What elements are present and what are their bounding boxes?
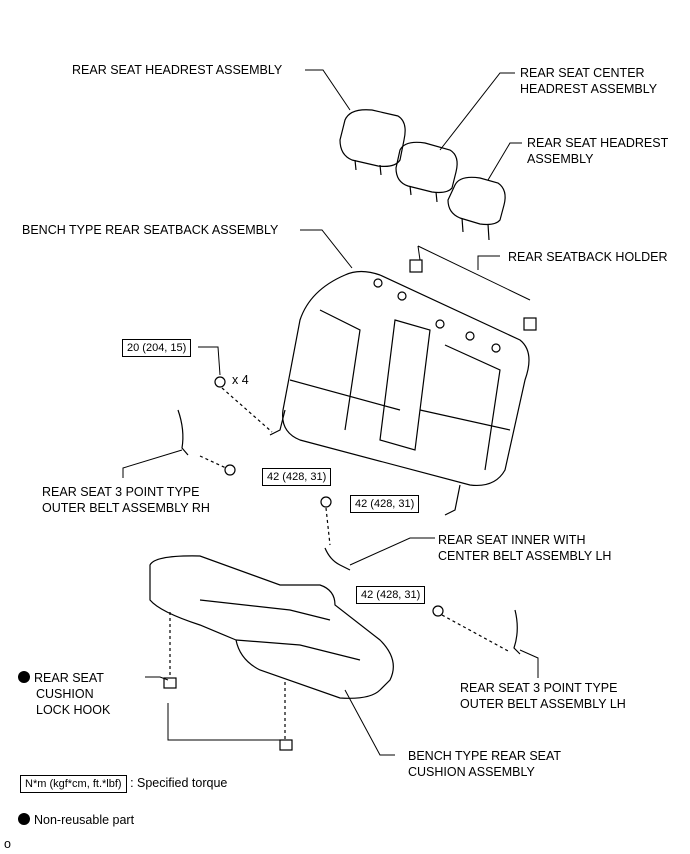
label-headrest-left: REAR SEAT HEADREST ASSEMBLY (72, 63, 283, 77)
belt-shapes (177, 409, 521, 655)
label-belt-lh-line2: OUTER BELT ASSEMBLY LH (460, 697, 626, 711)
headrest-left-shape (339, 109, 406, 176)
bolt-shapes (199, 376, 511, 653)
label-seatback: BENCH TYPE REAR SEATBACK ASSEMBLY (22, 223, 279, 237)
torque-box-belt-lh: 42 (428, 31) (356, 586, 426, 604)
page-mark: o (4, 837, 11, 851)
legend-non-reusable: Non-reusable part (18, 812, 134, 828)
non-reusable-legend-dot-icon (18, 813, 30, 825)
torque-box-belt-rh: 42 (428, 31) (262, 468, 332, 486)
non-reusable-dot-icon (18, 671, 30, 683)
headrest-center-shape (395, 141, 458, 203)
torque-box-seatback: 20 (204, 15) (122, 339, 192, 357)
label-belt-rh-line1: REAR SEAT 3 POINT TYPE (42, 485, 200, 499)
label-inner-belt-line1: REAR SEAT INNER WITH (438, 533, 586, 547)
label-lock-hook-line3: LOCK HOOK (36, 703, 111, 717)
legend-torque-desc: : Specified torque (130, 776, 228, 790)
legend-non-reusable-text: Non-reusable part (34, 813, 135, 827)
label-cushion-line1: BENCH TYPE REAR SEAT (408, 749, 562, 763)
label-headrest-center-line2: HEADREST ASSEMBLY (520, 82, 658, 96)
torque-box-inner-belt: 42 (428, 31) (350, 495, 420, 513)
label-inner-belt-line2: CENTER BELT ASSEMBLY LH (438, 549, 612, 563)
label-lock-hook-line2: CUSHION (36, 687, 94, 701)
label-lock-hook-line1: REAR SEAT (18, 670, 104, 686)
legend-torque: N*m (kgf*cm, ft.*lbf) : Specified torque (20, 775, 227, 793)
lock-hook-text-1: REAR SEAT (34, 671, 104, 685)
leader-lines (122, 69, 539, 756)
label-cushion-line2: CUSHION ASSEMBLY (408, 765, 535, 779)
legend-torque-unit: N*m (kgf*cm, ft.*lbf) (20, 775, 127, 793)
cushion-shape (149, 555, 394, 751)
label-belt-lh-line1: REAR SEAT 3 POINT TYPE (460, 681, 618, 695)
headrest-right-shape (447, 176, 506, 241)
label-headrest-center-line1: REAR SEAT CENTER (520, 66, 645, 80)
label-headrest-right-line1: REAR SEAT HEADREST (527, 136, 669, 150)
seatback-shape (269, 270, 530, 516)
label-belt-rh-line2: OUTER BELT ASSEMBLY RH (42, 501, 210, 515)
seatback-holder-shapes (409, 259, 537, 331)
label-headrest-right-line2: ASSEMBLY (527, 152, 594, 166)
label-quantity: x 4 (232, 373, 249, 387)
label-seatback-holder: REAR SEATBACK HOLDER (508, 250, 668, 264)
